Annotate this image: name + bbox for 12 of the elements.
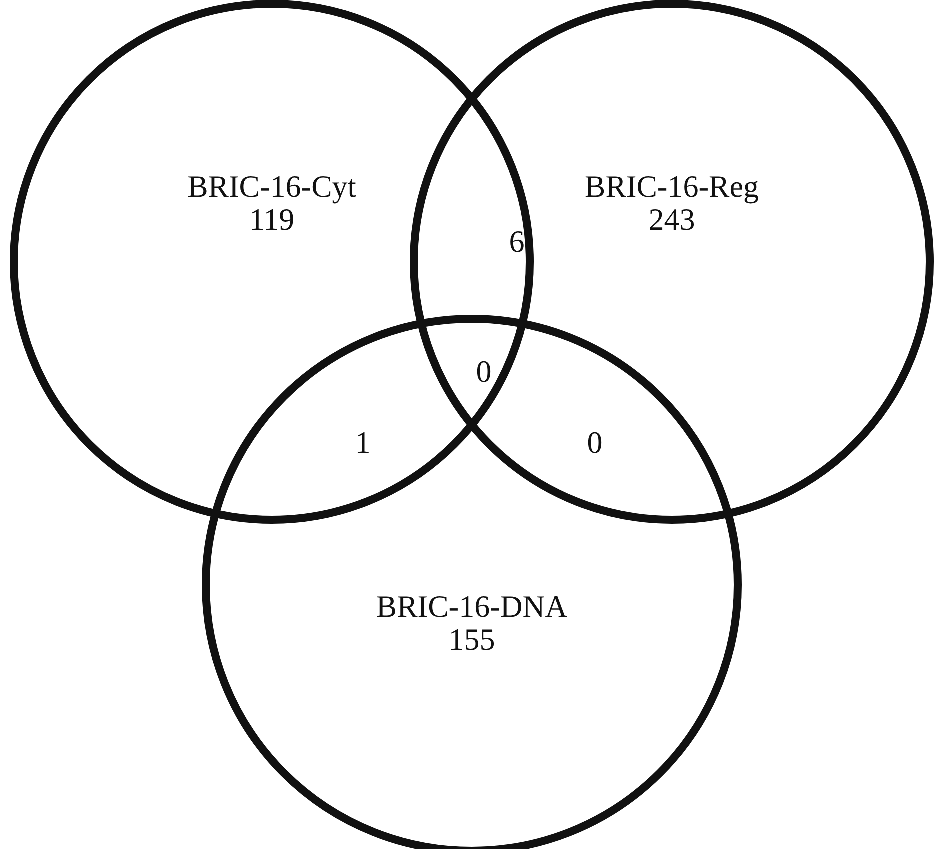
overlap-count: 0 [587, 426, 603, 460]
venn-circle [10, 0, 534, 524]
venn-circle [410, 0, 934, 524]
set-name: BRIC-16-Cyt [188, 170, 356, 204]
set-name: BRIC-16-Reg [585, 170, 759, 204]
overlap-count: 1 [355, 426, 371, 460]
set-name: BRIC-16-DNA [376, 590, 568, 624]
set-count: 155 [448, 623, 496, 657]
overlap-count: 0 [476, 355, 492, 389]
overlap-count: 6 [509, 225, 525, 259]
set-count: 119 [249, 203, 295, 237]
set-count: 243 [648, 203, 696, 237]
